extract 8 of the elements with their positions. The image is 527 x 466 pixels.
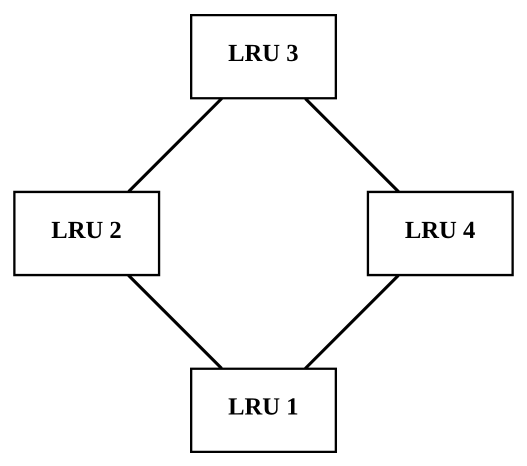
node-box: LRU 2: [13, 190, 160, 276]
connector: [304, 97, 400, 192]
node-box: LRU 4: [366, 190, 514, 276]
connector: [128, 96, 223, 192]
connector: [127, 274, 223, 369]
connector: [304, 274, 400, 370]
node-box: LRU 1: [190, 367, 337, 452]
node-box: LRU 3: [190, 14, 337, 99]
